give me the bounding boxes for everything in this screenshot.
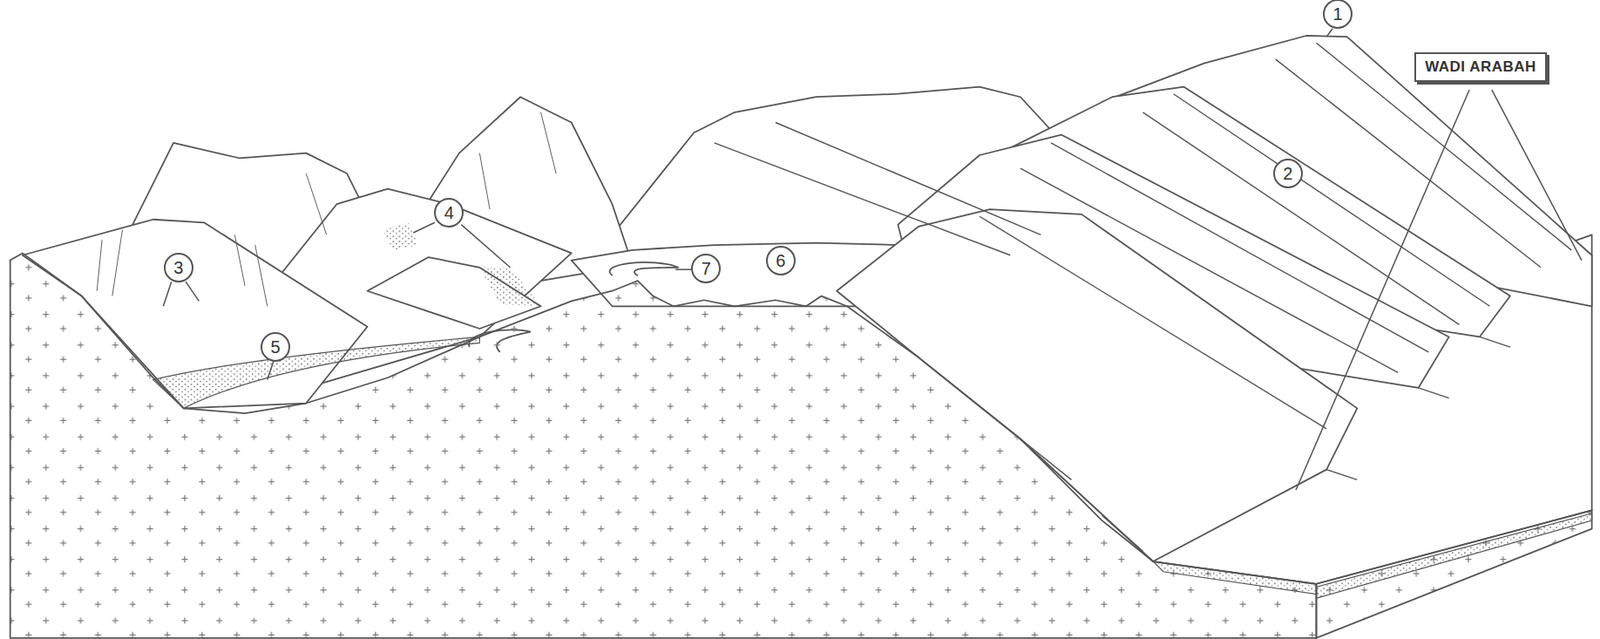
terrain-part [305,112,556,236]
terrain-part [1020,42,1572,373]
terrain-part [367,257,542,329]
callout-number: 2 [1273,158,1303,189]
place-name: WADI ARABAH [1424,58,1537,76]
terrain-part [448,203,572,253]
alluvium [153,336,481,408]
alluvium [1315,513,1592,598]
terrain-part [382,222,419,251]
callout-number: 4 [433,197,464,228]
slab-side [1315,509,1592,638]
terrain-part [267,361,274,380]
alluvium [1152,561,1316,594]
stipple-patches [382,222,541,306]
callout-number: 1 [1322,0,1353,29]
callout-number: 3 [163,252,194,283]
terrain-part [96,229,268,306]
callout-number: 5 [260,332,291,362]
cross-section [10,252,1317,638]
terrain-part [1326,28,1333,37]
terrain-part [162,281,199,306]
terrain-part [675,268,692,271]
terrain-part [413,222,510,268]
leader-lines [162,28,1582,490]
place-name-box: WADI ARABAH [1414,52,1547,82]
callout-number: 6 [766,245,796,276]
callout-number: 7 [691,253,721,284]
terrain-part [1295,89,1582,490]
terrain-part [479,267,541,306]
